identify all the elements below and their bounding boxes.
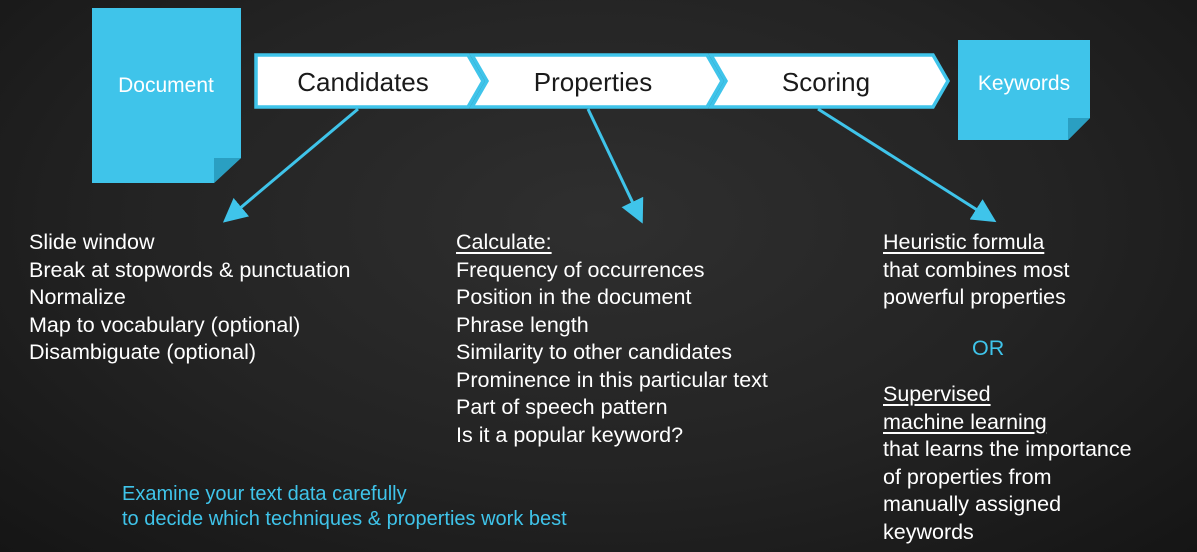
list-item: Phrase length xyxy=(456,312,589,337)
arrow-candidates xyxy=(222,107,359,223)
list-item: Prominence in this particular text xyxy=(456,367,768,392)
list-item: Disambiguate (optional) xyxy=(29,340,257,364)
heuristic-heading: Heuristic formula xyxy=(883,230,1045,254)
pipeline-step-candidates xyxy=(254,53,486,109)
pipeline-step-properties xyxy=(468,53,725,109)
list-item: Map to vocabulary (optional) xyxy=(29,312,301,337)
list-item: Break at stopwords & punctuation xyxy=(29,257,351,282)
pipeline-label-candidates: Candidates xyxy=(297,67,429,97)
list-item: Position in the document xyxy=(456,285,692,309)
or-label: OR xyxy=(972,336,1005,360)
list-item: Similarity to other candidates xyxy=(456,340,733,364)
heuristic-block: Heuristic formula that combines most pow… xyxy=(883,229,1069,312)
supervised-heading: machine learning xyxy=(883,409,1047,434)
supervised-heading: Supervised xyxy=(883,382,991,406)
footnote-line: Examine your text data carefully xyxy=(122,483,407,505)
heuristic-line: powerful properties xyxy=(883,285,1066,309)
arrow-scoring xyxy=(817,107,997,223)
supervised-line: that learns the importance xyxy=(883,437,1132,461)
properties-heading: Calculate: xyxy=(456,230,552,254)
footnote: Examine your text data carefully to deci… xyxy=(122,482,567,532)
candidates-steps-list: Slide window Break at stopwords & punctu… xyxy=(29,229,351,367)
pipeline-bar: Candidates Properties Scoring xyxy=(254,53,951,109)
supervised-line: keywords xyxy=(883,519,974,544)
keywords-box: Keywords xyxy=(958,40,1090,140)
list-item: Normalize xyxy=(29,285,126,309)
heuristic-line: that combines most xyxy=(883,257,1070,282)
list-item: Frequency of occurrences xyxy=(456,257,705,282)
document-label: Document xyxy=(118,74,214,97)
properties-list: Calculate: Frequency of occurrences Posi… xyxy=(456,229,768,449)
supervised-line: of properties from xyxy=(883,464,1052,489)
arrow-properties xyxy=(586,108,644,224)
list-item: Is it a popular keyword? xyxy=(456,422,684,447)
keywords-label: Keywords xyxy=(978,72,1070,95)
footnote-line: to decide which techniques & properties … xyxy=(122,508,567,530)
list-item: Part of speech pattern xyxy=(456,395,668,419)
list-item: Slide window xyxy=(29,230,155,254)
pipeline-label-scoring: Scoring xyxy=(782,67,870,97)
document-box: Document xyxy=(92,8,241,183)
supervised-block: Supervised machine learning that learns … xyxy=(883,381,1132,546)
pipeline-label-properties: Properties xyxy=(534,67,653,97)
supervised-line: manually assigned xyxy=(883,492,1062,516)
pipeline-step-scoring xyxy=(707,53,951,109)
